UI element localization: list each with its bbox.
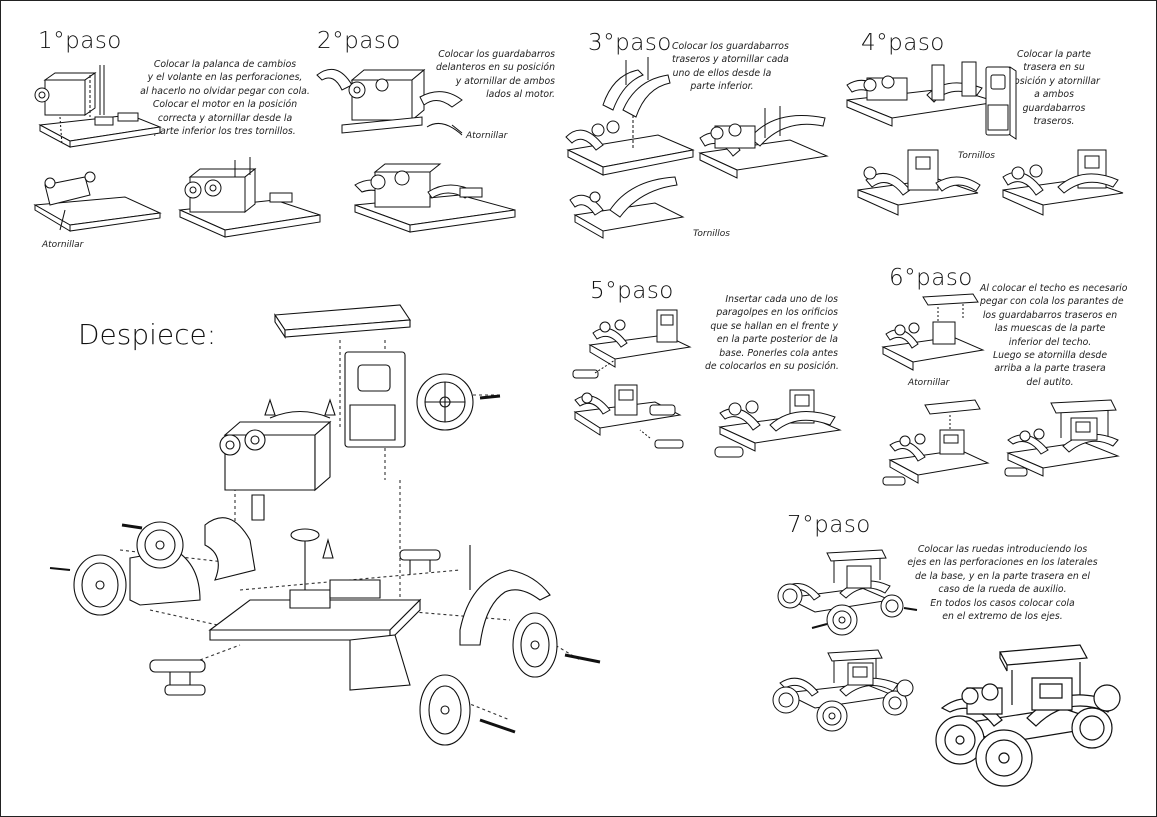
caption-line: traseros.	[1033, 116, 1075, 128]
caption-line: Colocar los guardabarros	[672, 41, 789, 52]
step-5-illustration-result	[710, 385, 845, 465]
step-6-title: 6°paso	[889, 265, 973, 291]
front-bumper-piece	[150, 660, 205, 695]
caption-line: y atornillar de ambos	[455, 75, 555, 87]
step-4-illustration-result	[998, 145, 1128, 225]
caption-line: uno de ellos desde la	[672, 67, 772, 79]
step-4-illustration-top	[842, 60, 1002, 135]
step-3-illustration-result	[695, 98, 830, 188]
step-2-title: 2°paso	[317, 28, 401, 54]
step-2-caption: Colocar los guardabarros delanteros en s…	[425, 48, 555, 102]
step-4-illustration-rear-part	[980, 65, 1020, 140]
caption-line: Colocar la parte	[1016, 49, 1092, 60]
step-1-label-atornillar: Atornillar	[42, 240, 84, 250]
step-3-caption: Colocar los guardabarros traseros y ator…	[672, 40, 789, 94]
caption-line: pegar con cola los parantes de	[980, 296, 1124, 308]
caption-line: delanteros en su posición	[435, 62, 555, 74]
step-6-illustration-middle	[880, 395, 990, 490]
step-1-illustration-result	[175, 155, 325, 240]
caption-line: posición y atornillar	[1008, 75, 1100, 87]
step-6-illustration-top	[878, 292, 988, 372]
step-1-illustration-top	[30, 55, 170, 155]
step-3-illustration-top	[558, 55, 698, 185]
step-2-label-atornillar: Atornillar	[466, 131, 508, 141]
caption-line: ejes en las perforaciones en los lateral…	[907, 557, 1098, 569]
step-5-illustration-top	[565, 305, 695, 385]
step-1-title: 1°paso	[38, 28, 122, 54]
caption-line: base. Ponerles cola antes	[719, 347, 838, 359]
caption-line: Colocar los guardabarros	[438, 49, 555, 60]
step-3-illustration-bottom	[565, 175, 685, 245]
caption-line: trasera en su	[1023, 62, 1085, 74]
step-2-illustration-result	[350, 150, 520, 240]
caption-line: de colocarlos en su posición.	[705, 361, 839, 373]
step-1-caption: Colocar la palanca de cambios y el volan…	[140, 58, 310, 138]
caption-line: Colocar el motor en la posición	[152, 99, 298, 111]
step-1-illustration-bottom	[30, 165, 170, 240]
caption-line: inferior del techo.	[1008, 336, 1092, 348]
step-4-title: 4°paso	[861, 30, 945, 56]
step-5-illustration-bottom	[565, 380, 695, 460]
step-6-label-atornillar: Atornillar	[908, 378, 950, 388]
spare-wheel-piece	[417, 374, 500, 430]
caption-line: En todos los casos colocar cola	[930, 597, 1075, 609]
step-7-caption: Colocar las ruedas introduciendo los eje…	[905, 543, 1100, 623]
step-4-caption: Colocar la parte trasera en su posición …	[1004, 48, 1104, 128]
step-4-illustration-assembly	[848, 145, 988, 225]
motor-piece	[220, 400, 335, 520]
caption-line: en la parte posterior de la	[716, 334, 838, 346]
rear-bumper-piece	[400, 550, 440, 575]
caption-line: al hacerlo no olvidar pegar con cola.	[140, 85, 310, 97]
base-piece	[210, 529, 420, 640]
step-3-label-tornillos: Tornillos	[693, 229, 730, 239]
caption-line: y el volante en las perforaciones,	[147, 72, 303, 84]
caption-line: guardabarros	[1022, 102, 1086, 114]
step-2-illustration-top	[312, 55, 472, 145]
step-7-title: 7°paso	[787, 512, 871, 538]
front-fender-left-piece	[205, 518, 255, 580]
front-wheel-left-piece	[122, 522, 183, 568]
caption-line: caso de la rueda de auxilio.	[938, 584, 1067, 596]
step-6-caption: Al colocar el techo es necesario pegar c…	[980, 282, 1128, 389]
step-3-title: 3°paso	[588, 30, 672, 56]
step-7-illustration-top	[772, 548, 920, 640]
caption-line: traseros y atornillar cada	[672, 54, 789, 66]
caption-line: Colocar la palanca de cambios	[153, 59, 297, 70]
step-5-caption: Insertar cada uno de los paragolpes en l…	[705, 293, 839, 373]
rear-fender-right-piece	[460, 570, 550, 645]
caption-line: Al colocar el techo es necesario	[980, 283, 1128, 294]
step-6-illustration-result	[1003, 398, 1121, 483]
caption-line: arriba a la parte trasera	[994, 363, 1106, 375]
step-4-label-tornillos: Tornillos	[958, 151, 995, 161]
caption-line: a ambos	[1034, 89, 1074, 101]
caption-line: parte inferior.	[690, 81, 754, 93]
caption-line: lados al motor.	[486, 89, 555, 101]
step-7-illustration-middle	[770, 648, 920, 733]
caption-line: los guardabarros traseros en	[982, 309, 1118, 321]
step-7-illustration-result	[932, 640, 1122, 790]
step-5-title: 5°paso	[590, 278, 674, 304]
despiece-exploded-view	[40, 300, 620, 770]
caption-line: las muescas de la parte	[994, 323, 1106, 335]
caption-line: Luego se atornilla desde	[992, 350, 1108, 362]
caption-line: correcta y atornillar desde la	[157, 112, 293, 124]
caption-line: en el extremo de los ejes.	[942, 611, 1063, 623]
caption-line: Colocar las ruedas introduciendo los	[917, 544, 1088, 555]
front-wheel-right-piece	[50, 555, 126, 615]
caption-line: paragolpes en los orificios	[716, 307, 838, 319]
caption-line: del autito.	[1026, 376, 1074, 388]
despiece-title: Despiece:	[78, 318, 217, 351]
caption-line: que se hallan en el frente y	[710, 320, 838, 332]
rear-wheel-left-piece	[420, 675, 515, 745]
caption-line: de la base, y en la parte trasera en el	[915, 570, 1090, 582]
caption-line: parte inferior los tres tornillos.	[154, 126, 296, 138]
caption-line: Insertar cada uno de los	[725, 294, 838, 305]
rear-fender-left-piece	[350, 635, 410, 690]
rear-wheel-right-piece	[513, 613, 600, 677]
